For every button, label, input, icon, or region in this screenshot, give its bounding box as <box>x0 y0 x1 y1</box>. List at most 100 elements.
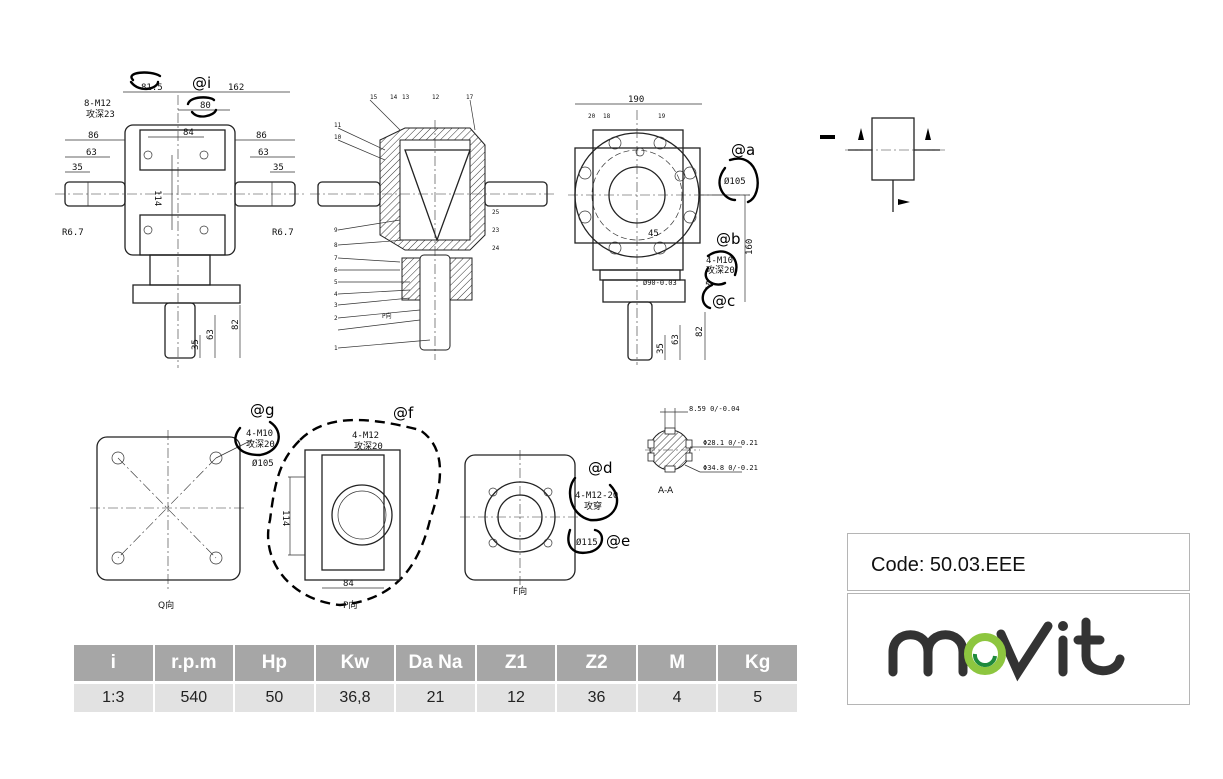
dim-63: 63 <box>206 329 216 340</box>
part-19: 19 <box>658 113 666 120</box>
part-13: 13 <box>402 94 410 101</box>
tag-a: @a <box>731 141 755 159</box>
tag-f: @f <box>393 404 414 422</box>
dim-4-m10: 4-M10 <box>246 429 273 439</box>
dim-84: 84 <box>183 128 194 138</box>
part-7: 7 <box>334 255 338 262</box>
dim-114: 114 <box>152 190 162 206</box>
tag-g: @g <box>250 401 275 419</box>
rotation-schematic <box>820 117 945 212</box>
p-view-label: P向 <box>343 599 357 611</box>
dim-45: 45 <box>648 229 659 239</box>
dim-35: 35 <box>656 343 666 354</box>
dim-82: 82 <box>231 319 241 330</box>
dim-35-right: 35 <box>273 163 284 173</box>
dim-r6-7-left: R6.7 <box>62 228 84 238</box>
dim-depth23: 攻深23 <box>86 108 115 120</box>
part-4: 4 <box>334 291 338 298</box>
part-25: 25 <box>492 209 500 216</box>
part-2: 2 <box>334 315 338 322</box>
dim-d105: Ø105 <box>724 176 746 187</box>
part-18: 18 <box>603 113 611 120</box>
front-view: 190 20 18 19 Ø105 45 4-M10 攻深20 160 Ø90-… <box>568 95 759 365</box>
product-code-box: Code: 50.03.EEE <box>847 533 1190 591</box>
q-view: 4-M10 攻深20 Ø105 @g Q向 <box>90 401 280 611</box>
logo-box <box>847 593 1190 705</box>
part-17: 17 <box>466 94 474 101</box>
part-14: 14 <box>390 94 398 101</box>
dim-4-m10: 4-M10 <box>706 256 733 266</box>
header-hp: Hp <box>235 645 314 681</box>
header-rpm: r.p.m <box>154 645 234 681</box>
section-a-a: 8.59 0/-0.04 Φ28.1 0/-0.21 Φ34.8 0/-0.21… <box>645 405 758 496</box>
q-view-label: Q向 <box>158 599 174 611</box>
f-view-label: F向 <box>513 585 527 597</box>
value-rpm: 540 <box>154 684 234 712</box>
value-z1: 12 <box>476 684 556 712</box>
dim-190: 190 <box>628 95 644 105</box>
dim-depth20: 攻深20 <box>354 440 383 452</box>
header-kg: Kg <box>718 645 797 681</box>
header-kw: Kw <box>315 645 395 681</box>
tag-d: @d <box>588 459 613 477</box>
value-hp: 50 <box>235 684 314 712</box>
tag-b: @b <box>716 230 741 248</box>
dim-d34-8: Φ34.8 0/-0.21 <box>703 464 758 472</box>
part-5: 5 <box>334 279 338 286</box>
tag-c: @c <box>712 292 735 310</box>
header-z1: Z1 <box>476 645 556 681</box>
dim-80: 80 <box>200 101 211 111</box>
dim-35: 35 <box>191 339 201 350</box>
header-z2: Z2 <box>557 645 636 681</box>
part-6: 6 <box>334 267 338 274</box>
dim-d105: Ø105 <box>252 458 274 469</box>
dim-63: 63 <box>671 334 681 345</box>
dim-5: 5 <box>705 281 710 291</box>
f-view: 4-M12-20 攻穿 Ø115 @d @e F向 <box>460 450 630 597</box>
part-1: 1 <box>334 345 338 352</box>
part-12: 12 <box>432 94 440 101</box>
dim-63-right: 63 <box>258 148 269 158</box>
section-view: 15 14 13 12 17 11 10 9 8 7 6 5 4 3 2 1 2… <box>310 94 555 360</box>
movit-logo <box>888 617 1125 682</box>
dim-d90: Ø90-0.03 <box>643 279 677 287</box>
value-kw: 36,8 <box>315 684 395 712</box>
value-z2: 36 <box>557 684 636 712</box>
dim-depth20: 攻深20 <box>246 438 275 450</box>
part-11: 11 <box>334 122 342 129</box>
value-m: 4 <box>637 684 717 712</box>
value-i: 1:3 <box>74 684 153 712</box>
part-20: 20 <box>588 113 596 120</box>
dim-d115: Ø115 <box>576 537 598 548</box>
dim-86-right: 86 <box>256 131 267 141</box>
dim-162: 162 <box>228 83 244 93</box>
value-kg: 5 <box>718 684 797 712</box>
header-m: M <box>637 645 717 681</box>
tag-i: @i <box>192 74 211 92</box>
part-9: 9 <box>334 227 338 234</box>
dim-4-m12: 4-M12 <box>352 431 379 441</box>
spec-table-header: i r.p.m Hp Kw Da Na Z1 Z2 M Kg <box>74 645 797 681</box>
product-code: Code: 50.03.EEE <box>871 554 1026 576</box>
dim-35-left: 35 <box>72 163 83 173</box>
part-3: 3 <box>334 302 338 309</box>
side-view: 81.5 162 8-M12 攻深23 80 86 63 35 84 114 8… <box>55 71 305 368</box>
part-23: 23 <box>492 227 500 234</box>
dim-114: 114 <box>280 510 290 526</box>
dim-82: 82 <box>695 326 705 337</box>
tag-e: @e <box>606 532 630 550</box>
dim-8-m12: 8-M12 <box>84 99 111 109</box>
p-view: 4-M12 攻深20 114 84 @f P向 <box>267 404 442 611</box>
part-8: 8 <box>334 242 338 249</box>
part-24: 24 <box>492 245 500 252</box>
dim-4-m12-20: 4-M12-20 <box>575 491 618 501</box>
part-10: 10 <box>334 134 342 141</box>
dim-84: 84 <box>343 579 354 589</box>
table-row: 1:3 540 50 36,8 21 12 36 4 5 <box>74 684 797 712</box>
spec-table: i r.p.m Hp Kw Da Na Z1 Z2 M Kg 1:3 540 5… <box>72 642 799 715</box>
dim-160: 160 <box>745 239 755 255</box>
header-i: i <box>74 645 153 681</box>
section-a-a-label: A-A <box>658 486 674 496</box>
dim-key-width: 8.59 0/-0.04 <box>689 405 740 413</box>
technical-drawing: 81.5 162 8-M12 攻深23 80 86 63 35 84 114 8… <box>55 71 945 611</box>
